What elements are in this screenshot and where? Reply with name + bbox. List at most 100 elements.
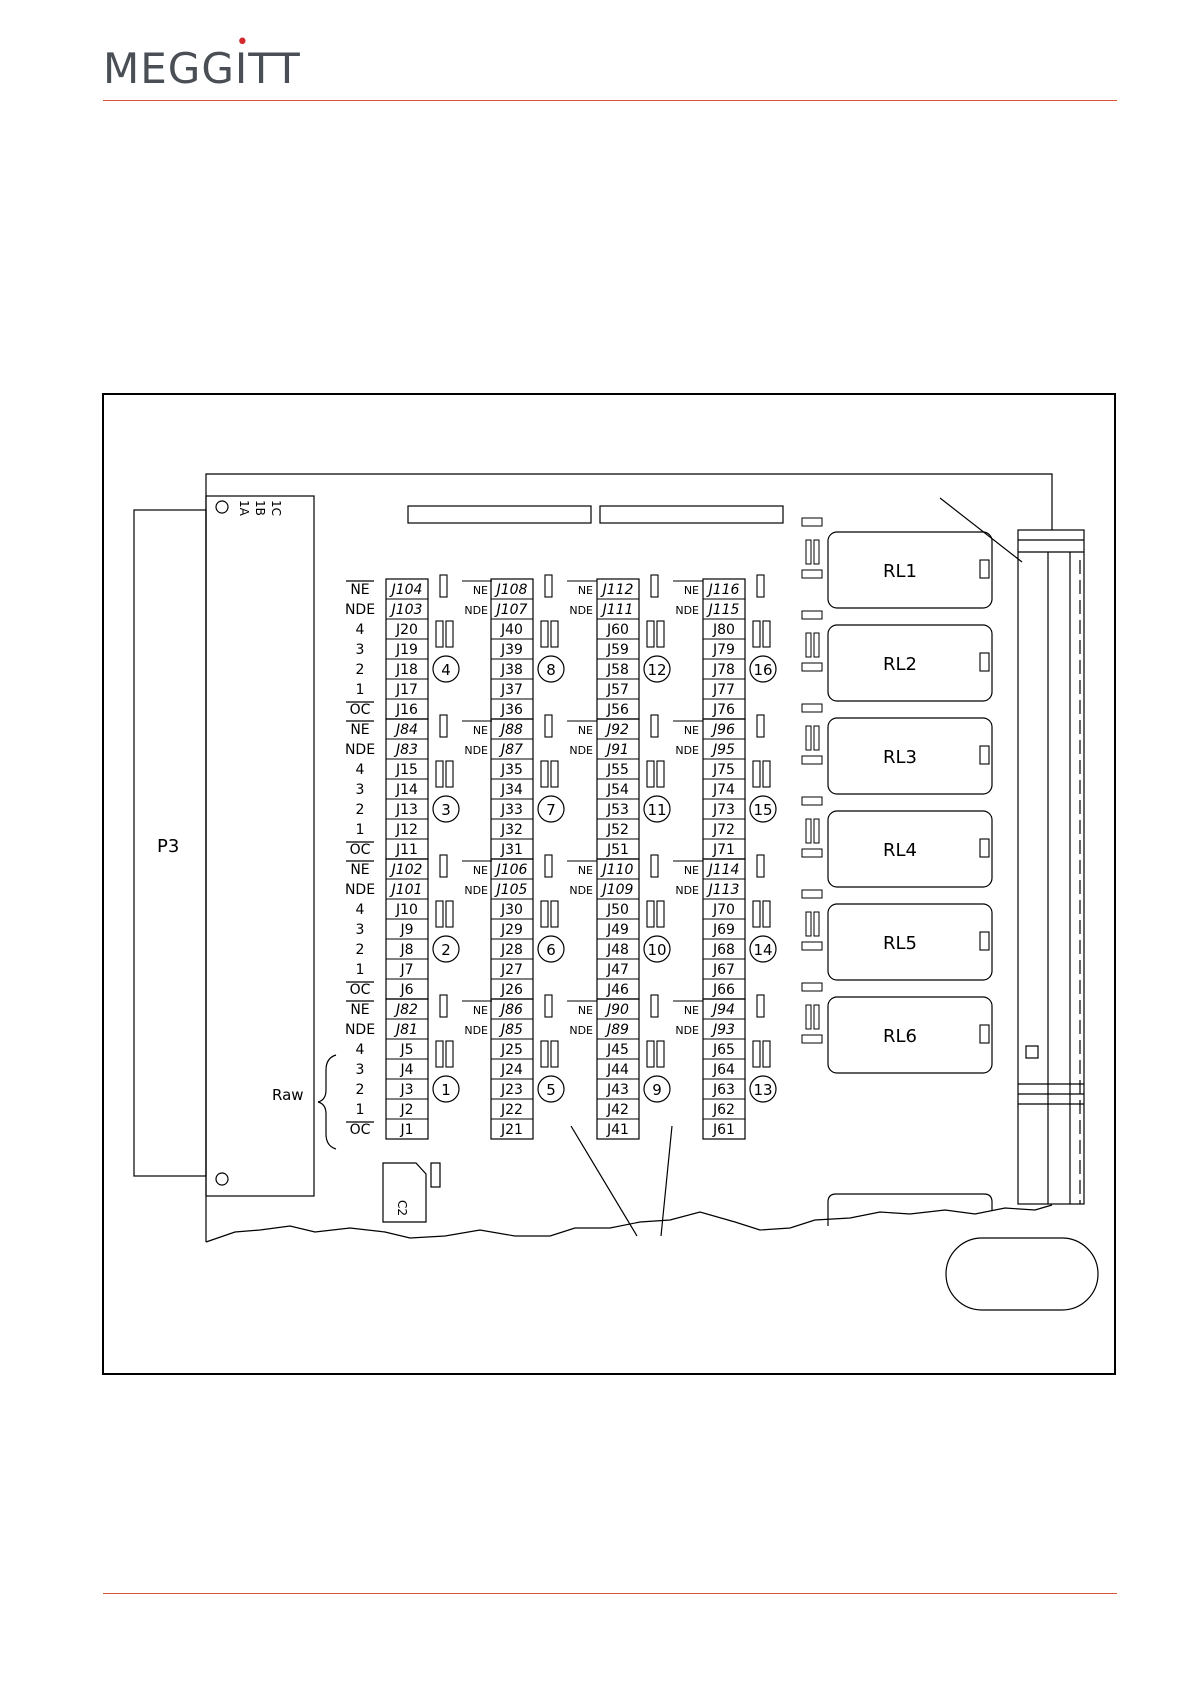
- row-label: NE: [350, 1002, 369, 1018]
- jumper-label: J14: [395, 782, 418, 798]
- jumper-label: J45: [606, 1042, 629, 1058]
- p3-label: P3: [157, 836, 179, 857]
- mini-label-ne: NE: [473, 724, 488, 737]
- jumper-label: J76: [712, 702, 735, 718]
- relay-label: RL4: [883, 840, 917, 861]
- jumper-label: J55: [606, 762, 629, 778]
- jumper-label: J2: [399, 1102, 413, 1118]
- jumper-label: J115: [706, 602, 740, 618]
- row-label: 1: [356, 822, 365, 838]
- component-circle: [432, 935, 460, 963]
- p3-connector-body: [205, 495, 315, 1197]
- jumper-label: J6: [399, 982, 413, 998]
- row-label: 1: [356, 962, 365, 978]
- component-circle: [537, 935, 565, 963]
- jumper-label: J50: [606, 902, 629, 918]
- mount-hole-top: [215, 500, 229, 514]
- jumper-label: J39: [500, 642, 523, 658]
- jumper-label: J23: [500, 1082, 523, 1098]
- row-label: OC: [350, 842, 371, 858]
- jumper-label: J107: [494, 602, 528, 618]
- capacitor-c2-outline: [382, 1162, 427, 1223]
- pin-label-c: 1C: [269, 500, 283, 516]
- mini-label-ne: NE: [578, 864, 593, 877]
- jumper-label: J85: [498, 1022, 523, 1038]
- relay-label: RL1: [883, 561, 917, 582]
- figure-frame: [102, 393, 1116, 1375]
- jumper-label: J80: [712, 622, 735, 638]
- component-circle: [749, 655, 777, 683]
- jumper-label: J96: [710, 722, 735, 738]
- row-label: 4: [356, 622, 365, 638]
- component-number: 12: [647, 661, 666, 679]
- jumper-label: J70: [712, 902, 735, 918]
- jumper-label: J41: [606, 1122, 629, 1138]
- jumper-label: J103: [389, 602, 423, 618]
- mini-label-nde: NDE: [464, 884, 488, 897]
- component-number: 13: [753, 1081, 772, 1099]
- jumper-label: J81: [393, 1022, 418, 1038]
- jumper-label: J86: [498, 1002, 523, 1018]
- mini-label-ne: NE: [578, 584, 593, 597]
- mini-label-ne: NE: [473, 1004, 488, 1017]
- jumper-label: J90: [604, 1002, 629, 1018]
- footer-rule: [103, 1593, 1117, 1594]
- jumper-label: J25: [500, 1042, 523, 1058]
- jumper-label: J15: [395, 762, 418, 778]
- component-circle: [537, 655, 565, 683]
- component-number: 4: [441, 661, 451, 679]
- component-circle: [643, 655, 671, 683]
- component-number: 6: [546, 941, 556, 959]
- mini-label-nde: NDE: [569, 604, 593, 617]
- jumper-label: J73: [712, 802, 735, 818]
- row-label: 3: [356, 922, 365, 938]
- row-label: NDE: [345, 882, 375, 898]
- jumper-label: J113: [706, 882, 740, 898]
- jumper-label: J26: [500, 982, 523, 998]
- raw-brace: [317, 1054, 337, 1150]
- mini-label-ne: NE: [684, 864, 699, 877]
- row-label: NDE: [345, 742, 375, 758]
- mini-label-nde: NDE: [675, 884, 699, 897]
- jumper-label: J10: [395, 902, 418, 918]
- meggitt-logo: MEGGI•TT: [103, 30, 301, 93]
- jumper-label: J82: [393, 1002, 418, 1018]
- jumper-label: J66: [712, 982, 735, 998]
- relay-label: RL3: [883, 747, 917, 768]
- row-label: 1: [356, 682, 365, 698]
- jumper-label: J112: [600, 582, 634, 598]
- row-label: OC: [350, 1122, 371, 1138]
- edge-connector: [1017, 529, 1085, 1205]
- raw-label: Raw: [272, 1086, 304, 1104]
- jumper-label: J51: [606, 842, 629, 858]
- jumper-label: J35: [500, 762, 523, 778]
- jumper-label: J116: [706, 582, 740, 598]
- component-number: 7: [546, 801, 556, 819]
- jumper-label: J7: [399, 962, 413, 978]
- jumper-label: J48: [606, 942, 629, 958]
- row-label: 4: [356, 1042, 365, 1058]
- relay-3: [827, 717, 993, 795]
- mini-label-ne: NE: [473, 864, 488, 877]
- jumper-label: J102: [389, 862, 423, 878]
- jumper-label: J69: [712, 922, 735, 938]
- jumper-label: J22: [500, 1102, 523, 1118]
- jumper-label: J68: [712, 942, 735, 958]
- component-number: 15: [753, 801, 772, 819]
- component-circle: [537, 795, 565, 823]
- row-label: 3: [356, 1062, 365, 1078]
- jumper-label: J105: [494, 882, 528, 898]
- jumper-label: J104: [389, 582, 423, 598]
- jumper-label: J13: [395, 802, 418, 818]
- jumper-label: J63: [712, 1082, 735, 1098]
- jumper-label: J17: [395, 682, 418, 698]
- jumper-label: J18: [395, 662, 418, 678]
- component-number: 9: [652, 1081, 662, 1099]
- row-label: 2: [356, 1082, 365, 1098]
- jumper-label: J84: [393, 722, 418, 738]
- jumper-label: J29: [500, 922, 523, 938]
- edge-marker: [1025, 1045, 1039, 1059]
- mini-label-nde: NDE: [464, 744, 488, 757]
